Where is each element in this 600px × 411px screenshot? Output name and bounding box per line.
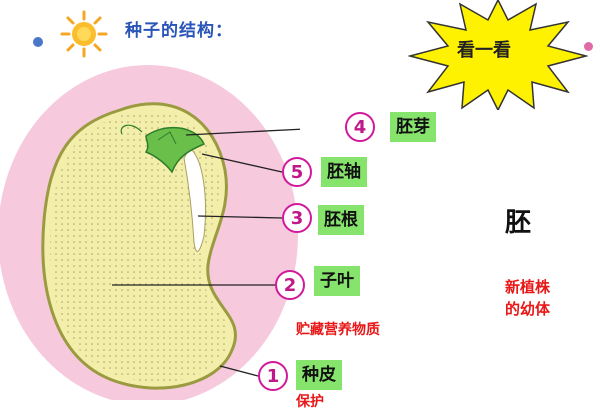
label-radicle: 胚根 [318, 205, 364, 235]
decor-dot [584, 42, 593, 51]
seed-coat-note: 保护 [296, 394, 324, 410]
label-plumule: 胚芽 [390, 112, 436, 142]
cotyledon [50, 110, 229, 383]
seed-diagram [0, 65, 300, 400]
marker-1: 1 [258, 361, 288, 391]
sun-icon [33, 10, 108, 58]
label-cotyledon: 子叶 [314, 266, 360, 296]
marker-2: 2 [275, 270, 305, 300]
label-hypocotyl: 胚轴 [321, 157, 367, 187]
page-title: 种子的结构： [125, 21, 233, 41]
label-seed-coat: 种皮 [296, 360, 342, 390]
embryo-note-line2: 的幼体 [505, 300, 551, 318]
marker-4: 4 [345, 112, 375, 142]
radicle [183, 147, 206, 252]
embryo-term: 胚 [505, 208, 532, 238]
callout-text: 看一看 [457, 40, 511, 61]
starburst-icon [408, 0, 588, 110]
marker-5: 5 [282, 157, 312, 187]
embryo-note-line1: 新植株 [505, 278, 551, 296]
cotyledon-note: 贮藏营养物质 [296, 322, 380, 338]
marker-3: 3 [282, 203, 312, 233]
